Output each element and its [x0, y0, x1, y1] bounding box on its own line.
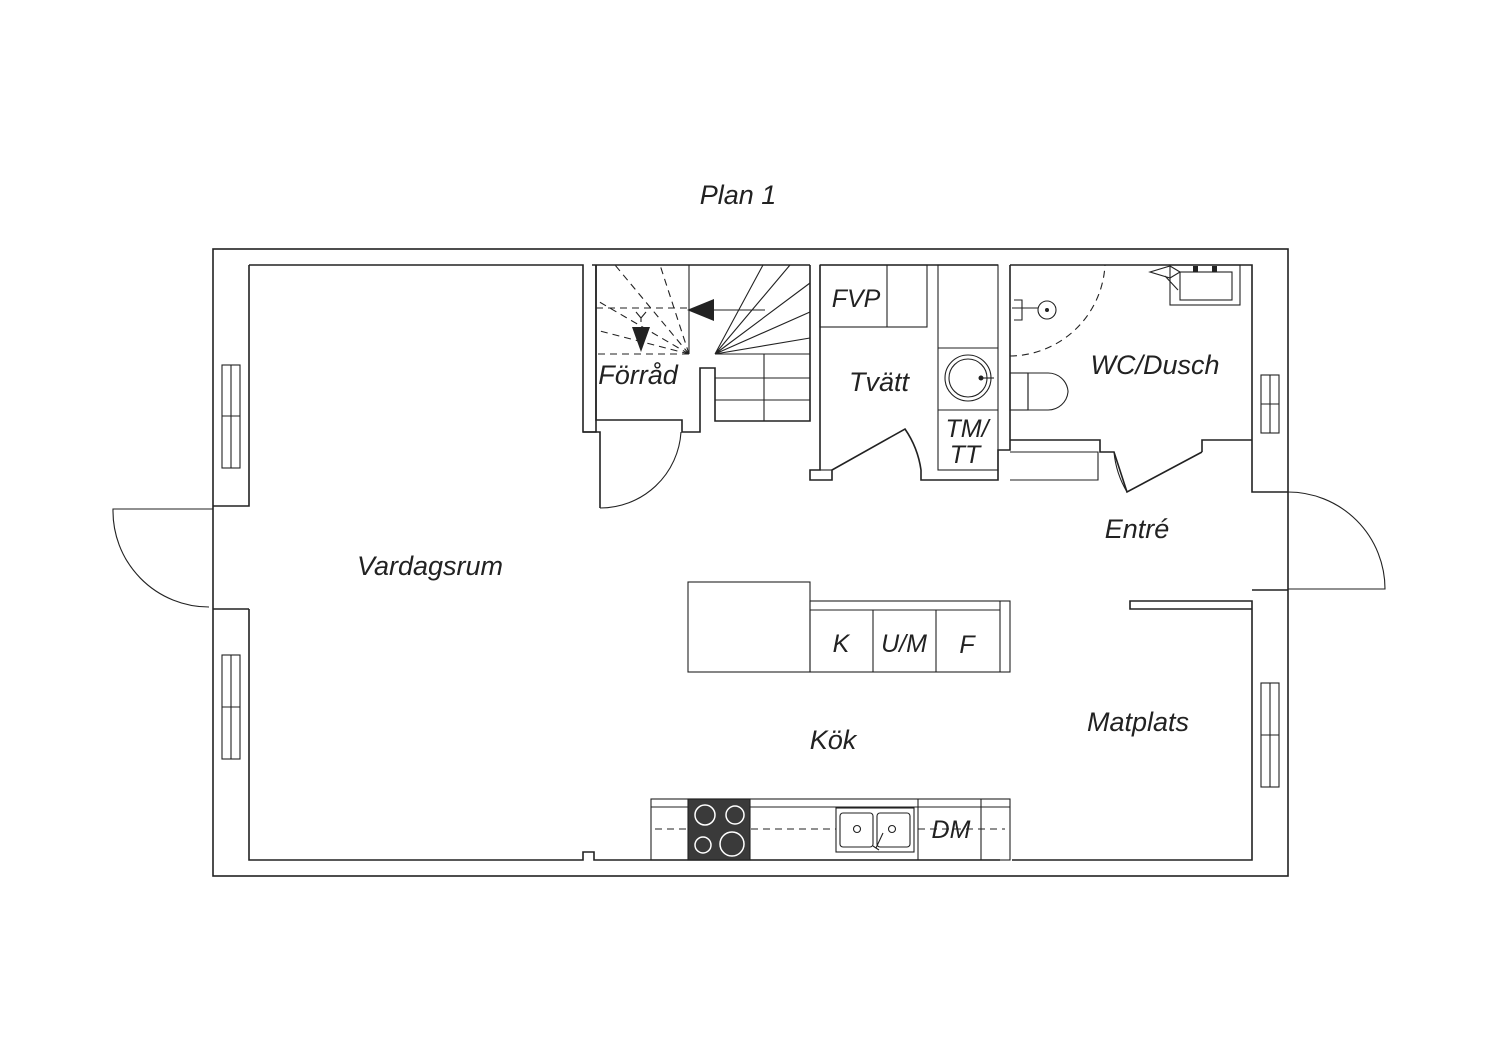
plan-title: Plan 1 [700, 180, 777, 210]
room-label-vardagsrum: Vardagsrum [357, 551, 503, 581]
room-label-wc-dusch: WC/Dusch [1090, 350, 1219, 380]
fixture-label-tm: TM/ [945, 415, 991, 443]
fixture-label-dm: DM [932, 816, 971, 844]
room-labels: Vardagsrum Förråd Tvätt WC/Dusch Entré K… [357, 350, 1220, 755]
fixture-label-tt: TT [950, 441, 982, 469]
kitchen-counter [650, 798, 1011, 861]
room-label-kok: Kök [810, 725, 858, 755]
tvatt-room [809, 264, 1011, 481]
fixture-label-f: F [959, 631, 976, 659]
fixture-label-fvp: FVP [832, 285, 881, 313]
stove-icon [687, 798, 751, 861]
room-label-entre: Entré [1105, 514, 1170, 544]
wc-room [1009, 264, 1241, 494]
outer-walls [212, 248, 1289, 877]
exterior-doors [112, 491, 1386, 608]
kitchen-island [687, 581, 1011, 673]
sink-icon [835, 807, 915, 853]
fixture-label-um: U/M [881, 630, 927, 658]
room-label-tvatt: Tvätt [849, 367, 911, 397]
fixture-labels: FVP TM/ TT K U/M F DM [832, 285, 992, 844]
forrad-stair-block [583, 264, 811, 509]
room-label-matplats: Matplats [1087, 707, 1189, 737]
room-label-forrad: Förråd [598, 360, 679, 390]
windows [221, 364, 1280, 788]
fixture-label-k: K [833, 630, 851, 658]
